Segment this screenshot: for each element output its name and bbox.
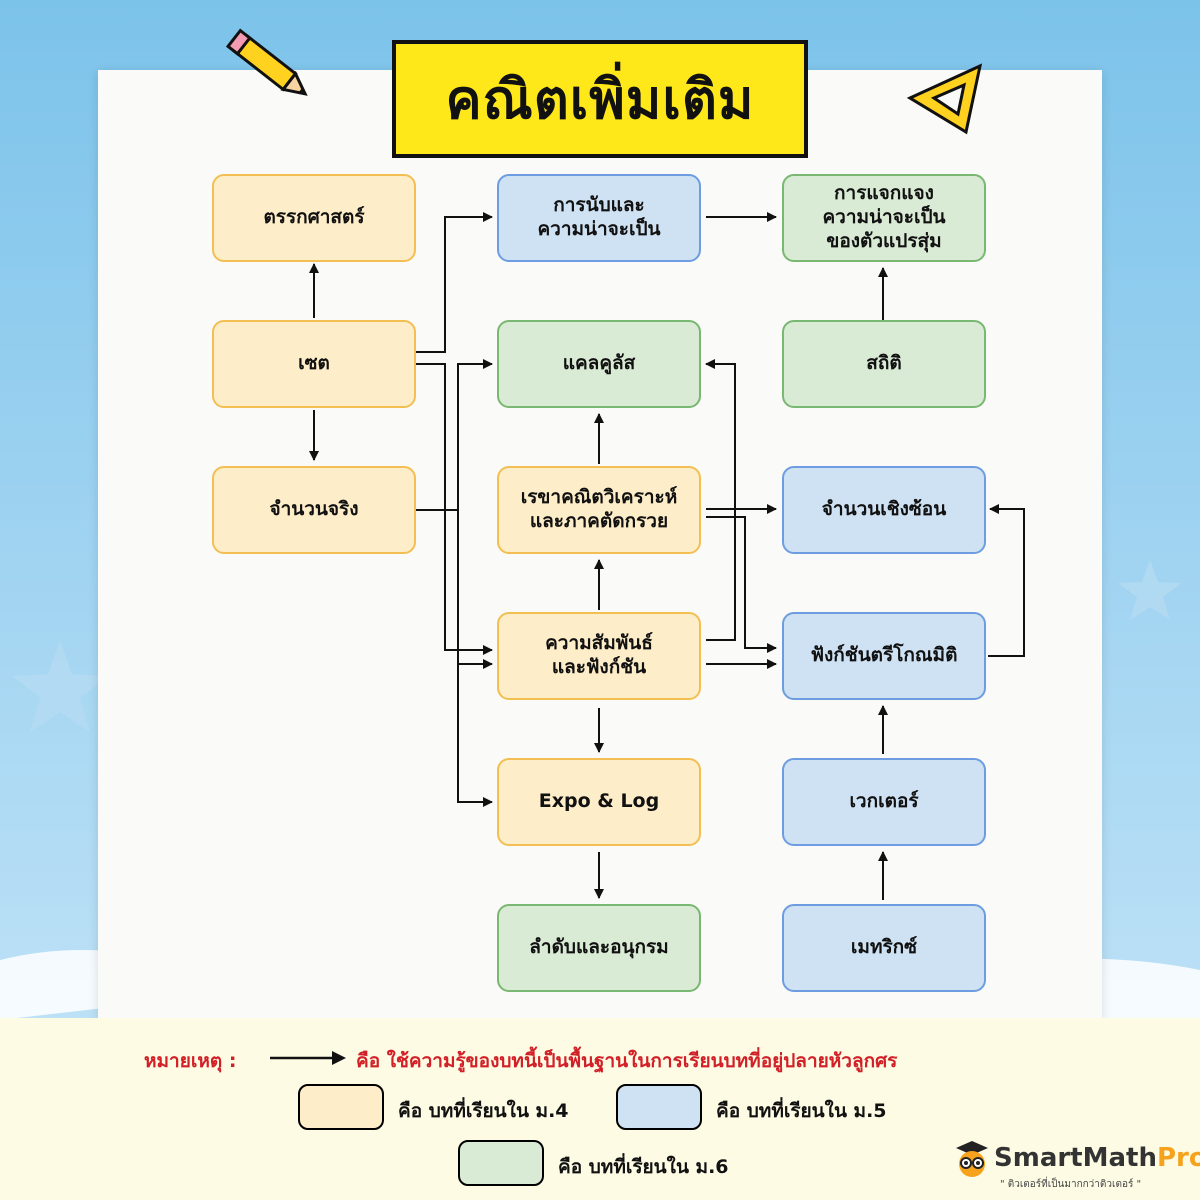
legend-arrow-icon bbox=[270, 1051, 346, 1065]
node-relations-functions: ความสัมพันธ์ และฟังก์ชัน bbox=[497, 612, 701, 700]
brand-tagline: " ติวเตอร์ที่เป็นมากกว่าติวเตอร์ " bbox=[1000, 1179, 1142, 1190]
legend-arrow-description: คือ ใช้ความรู้ของบทนี้เป็นพื้นฐานในการเร… bbox=[356, 1050, 898, 1072]
node-expo-log: Expo & Log bbox=[497, 758, 701, 846]
title-banner: คณิตเพิ่มเติม bbox=[392, 40, 808, 158]
node-complex-numbers: จำนวนเชิงซ้อน bbox=[782, 466, 986, 554]
brand-name-pro: Pro bbox=[1156, 1143, 1200, 1173]
node-trigonometric-functions: ฟังก์ชันตรีโกณมิติ bbox=[782, 612, 986, 700]
legend-panel: หมายเหตุ : คือ ใช้ความรู้ของบทนี้เป็นพื้… bbox=[0, 1018, 1200, 1200]
legend-note-label: หมายเหตุ : bbox=[144, 1050, 237, 1072]
node-random-variable-distribution: การแจกแจง ความน่าจะเป็น ของตัวแปรสุ่ม bbox=[782, 174, 986, 262]
arrow-set-to-counting bbox=[416, 212, 493, 353]
arrow-relations-to-calculus bbox=[705, 359, 736, 641]
node-sequences-series: ลำดับและอนุกรม bbox=[497, 904, 701, 992]
brand-logo: SmartMathPro bbox=[950, 1138, 1200, 1178]
brand-name-main: SmartMath bbox=[994, 1143, 1157, 1173]
pencil-icon bbox=[225, 28, 308, 96]
node-analytic-geometry: เรขาคณิตวิเคราะห์ และภาคตัดกรวย bbox=[497, 466, 701, 554]
star-icon bbox=[1118, 560, 1182, 620]
star-icon bbox=[12, 640, 108, 732]
node-real-numbers: จำนวนจริง bbox=[212, 466, 416, 554]
node-calculus: แคลคูลัส bbox=[497, 320, 701, 408]
arrow-set-to-relations bbox=[416, 363, 493, 655]
arrow-real-to-expo-log bbox=[457, 664, 493, 807]
legend-text-grade5: คือ บทที่เรียนใน ม.5 bbox=[716, 1100, 887, 1122]
node-statistics: สถิติ bbox=[782, 320, 986, 408]
node-set: เซต bbox=[212, 320, 416, 408]
legend-text-grade4: คือ บทที่เรียนใน ม.4 bbox=[398, 1100, 569, 1122]
arrow-trig-to-complex bbox=[988, 504, 1025, 657]
arrow-geometry-to-trig bbox=[706, 516, 777, 653]
owl-logo-icon bbox=[956, 1141, 988, 1177]
arrow-real-to-calculus bbox=[416, 359, 493, 511]
node-counting-probability: การนับและ ความน่าจะเป็น bbox=[497, 174, 701, 262]
page-title: คณิตเพิ่มเติม bbox=[445, 68, 755, 131]
arrow-real-to-relations bbox=[457, 510, 493, 669]
set-square-icon bbox=[906, 63, 983, 135]
legend-swatch-grade6 bbox=[458, 1140, 544, 1186]
node-vectors: เวกเตอร์ bbox=[782, 758, 986, 846]
node-matrices: เมทริกซ์ bbox=[782, 904, 986, 992]
legend-swatch-grade4 bbox=[298, 1084, 384, 1130]
brand-name: SmartMathPro bbox=[994, 1143, 1200, 1173]
legend-text-grade6: คือ บทที่เรียนใน ม.6 bbox=[558, 1156, 729, 1178]
legend-swatch-grade5 bbox=[616, 1084, 702, 1130]
node-logic: ตรรกศาสตร์ bbox=[212, 174, 416, 262]
